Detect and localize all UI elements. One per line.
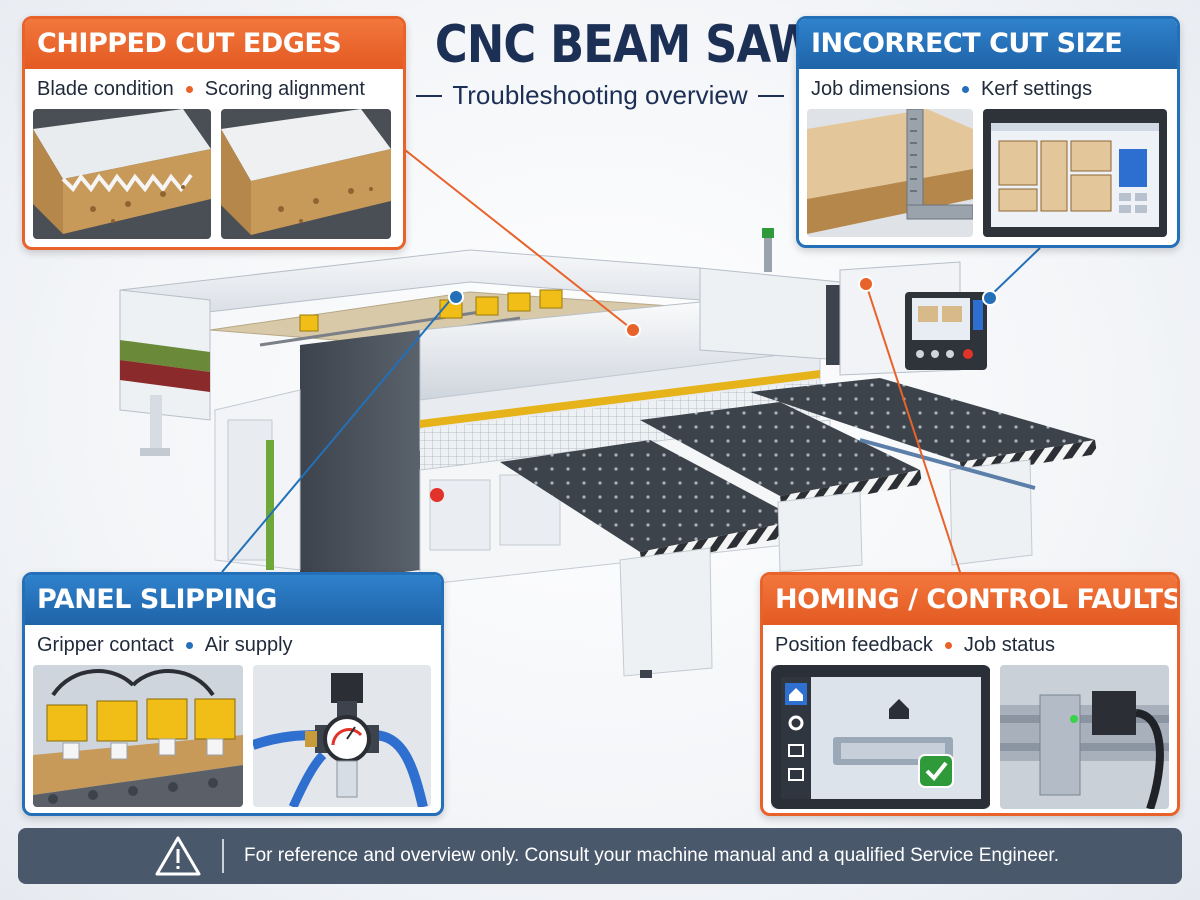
chipped-edge-photo: [33, 109, 211, 239]
panel-item: Air supply: [204, 633, 293, 656]
panel-subitems: Job dimensions Kerf settings: [799, 69, 1177, 109]
gripper-contact-photo: [33, 665, 243, 807]
callout-leaders: [221, 149, 1041, 573]
panel-chipped-cut-edges: CHIPPED CUT EDGES Blade condition Scorin…: [22, 16, 406, 250]
subtitle-rule-left: [416, 94, 443, 97]
callout-dot: [982, 290, 998, 306]
page-subtitle: Troubleshooting overview: [452, 80, 748, 110]
subtitle-rule-right: [757, 94, 784, 97]
panel-incorrect-cut-size: INCORRECT CUT SIZE Job dimensions Kerf s…: [796, 16, 1180, 248]
callout-dot: [858, 276, 874, 292]
page-title: CNC BEAM SAW: [434, 15, 818, 75]
bullet-dot: [185, 85, 193, 93]
panel-heading: HOMING / CONTROL FAULTS: [763, 575, 1177, 625]
scoring-edge-photo: [221, 109, 391, 239]
square-measure-photo: [807, 109, 973, 237]
panel-thumbnails: [25, 109, 403, 239]
footer-divider: [222, 839, 224, 873]
gear-icon: [788, 715, 804, 731]
panel-subitems: Blade condition Scoring alignment: [25, 69, 403, 109]
footer-text: For reference and overview only. Consult…: [244, 845, 1059, 866]
panel-item: Job status: [963, 633, 1056, 656]
warning-icon: [148, 828, 208, 884]
position-sensor-photo: [999, 665, 1169, 809]
callout-dot: [448, 289, 464, 305]
air-regulator-photo: [253, 665, 431, 807]
bullet-dot: [944, 641, 952, 649]
panel-item: Blade condition: [37, 77, 174, 100]
folder-icon: [788, 768, 804, 781]
panel-homing-control-faults: HOMING / CONTROL FAULTS Position feedbac…: [760, 572, 1180, 816]
panel-panel-slipping: PANEL SLIPPING Gripper contact Air suppl…: [22, 572, 444, 816]
bullet-dot: [185, 641, 193, 649]
footer-disclaimer: For reference and overview only. Consult…: [18, 828, 1182, 884]
panel-item: Job dimensions: [811, 77, 950, 100]
bullet-dot: [961, 85, 969, 93]
home-icon: [789, 688, 803, 701]
panel-thumbnails: [799, 109, 1177, 237]
panel-item: Gripper contact: [37, 633, 174, 656]
folder-icon: [788, 744, 804, 757]
control-screen-photo: [771, 665, 990, 809]
cut-plan-screen: [983, 109, 1167, 237]
panel-thumbnails: [25, 665, 441, 807]
subtitle-row: Troubleshooting overview: [408, 80, 792, 111]
callout-dot: [625, 322, 641, 338]
panel-item: Kerf settings: [980, 77, 1093, 100]
panel-thumbnails: [763, 665, 1177, 809]
panel-heading: PANEL SLIPPING: [25, 575, 441, 625]
title-block: CNC BEAM SAW Troubleshooting overview: [408, 12, 818, 111]
panel-subitems: Gripper contact Air supply: [25, 625, 441, 665]
panel-subitems: Position feedback Job status: [763, 625, 1177, 665]
check-icon: [918, 754, 954, 788]
panel-heading: INCORRECT CUT SIZE: [799, 19, 1177, 69]
panel-item: Position feedback: [775, 633, 933, 656]
panel-item: Scoring alignment: [204, 77, 365, 100]
panel-heading: CHIPPED CUT EDGES: [25, 19, 403, 69]
